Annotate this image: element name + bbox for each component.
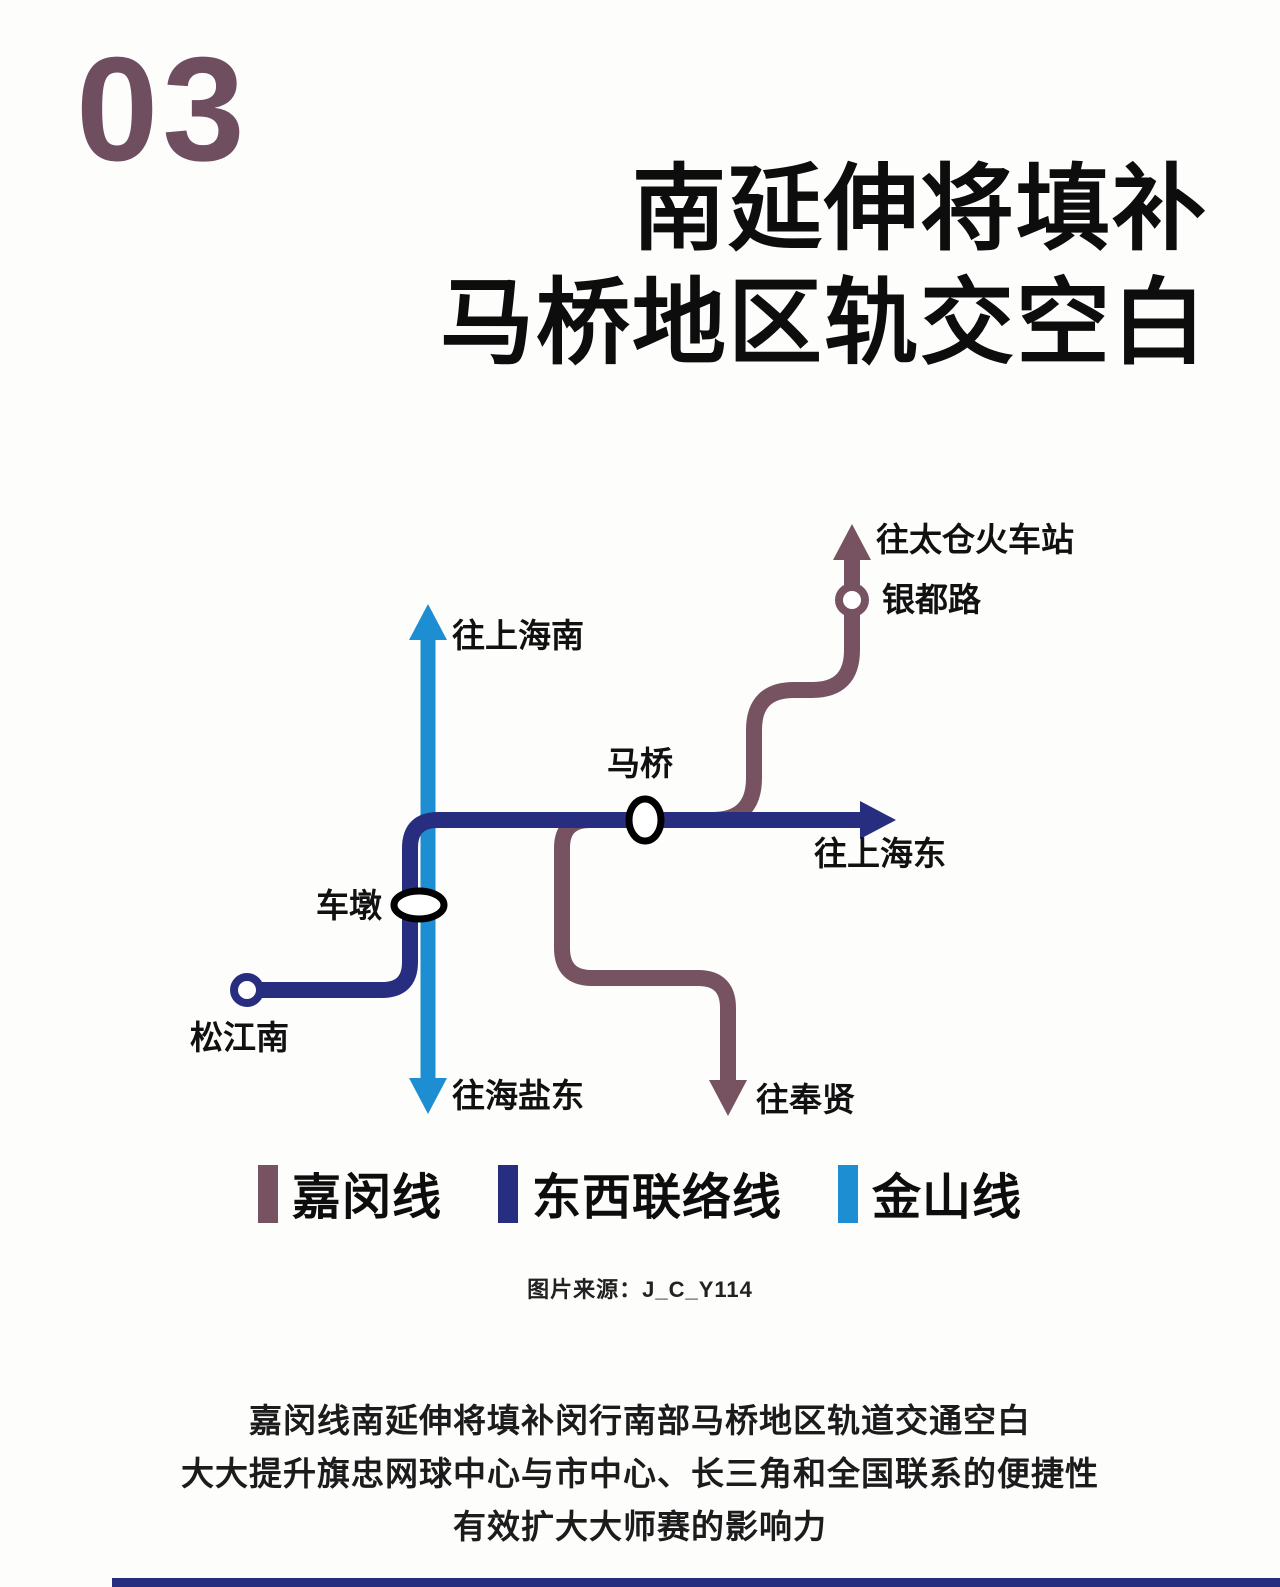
legend-item-eastwest: 东西联络线 bbox=[497, 1158, 782, 1229]
legend-swatch-jiamin bbox=[257, 1164, 278, 1223]
legend-label-jinshan: 金山线 bbox=[872, 1171, 1023, 1225]
direction-label-taicang: 往太仓火车站 bbox=[876, 521, 1074, 558]
arrow-shanghaidong-icon bbox=[860, 801, 896, 839]
page-title-line2: 马桥地区轨交空白 bbox=[439, 270, 1208, 375]
image-source-caption: 图片来源：J_C_Y114 bbox=[527, 1277, 753, 1302]
bottom-accent-bar bbox=[112, 1578, 1280, 1587]
description-paragraph: 嘉闵线南延伸将填补闵行南部马桥地区轨道交通空白 大大提升旗忠网球中心与市中心、长… bbox=[0, 1394, 1280, 1553]
arrow-taicang-icon bbox=[833, 524, 871, 560]
legend-swatch-eastwest bbox=[497, 1164, 518, 1223]
station-label-songjiangnan: 松江南 bbox=[190, 1019, 289, 1056]
arrow-fengxian-icon bbox=[709, 1080, 747, 1116]
page-title: 南延伸将填补 马桥地区轨交空白 bbox=[440, 152, 1208, 380]
transit-map-graphic bbox=[230, 524, 896, 1116]
transit-map: 往太仓火车站 银都路 往上海南 马桥 往上海东 车墩 松江南 往海盐东 往奉贤 bbox=[0, 500, 1280, 1150]
legend-swatch-jinshan bbox=[838, 1164, 858, 1223]
map-legend: 嘉闵线 东西联络线 金山线 bbox=[0, 1158, 1280, 1229]
legend-label-jiamin: 嘉闵线 bbox=[291, 1171, 442, 1225]
station-label-chedun: 车墩 bbox=[316, 887, 382, 924]
arrow-shanghainan-icon bbox=[409, 604, 447, 640]
legend-label-eastwest: 东西联络线 bbox=[531, 1171, 782, 1225]
description-line3: 有效扩大大师赛的影响力 bbox=[453, 1508, 827, 1545]
arrow-haiyandong-icon bbox=[409, 1078, 447, 1114]
station-marker-chedun bbox=[390, 887, 448, 923]
legend-item-jinshan: 金山线 bbox=[838, 1158, 1022, 1229]
legend-item-jiamin: 嘉闵线 bbox=[257, 1158, 442, 1229]
section-number: 03 bbox=[76, 27, 249, 192]
direction-label-shanghainan: 往上海南 bbox=[452, 617, 584, 654]
direction-label-shanghaidong: 往上海东 bbox=[814, 835, 946, 872]
station-marker-songjiangnan bbox=[230, 973, 264, 1007]
station-label-maqiao: 马桥 bbox=[607, 745, 673, 782]
description-line2: 大大提升旗忠网球中心与市中心、长三角和全国联系的便捷性 bbox=[181, 1455, 1099, 1492]
direction-label-fengxian: 往奉贤 bbox=[756, 1081, 855, 1118]
station-marker-yindulu bbox=[835, 583, 869, 617]
page-title-line1: 南延伸将填补 bbox=[631, 156, 1208, 261]
station-marker-maqiao bbox=[625, 795, 665, 845]
station-label-yindulu: 银都路 bbox=[882, 581, 981, 618]
direction-label-haiyandong: 往海盐东 bbox=[452, 1077, 584, 1114]
description-line1: 嘉闵线南延伸将填补闵行南部马桥地区轨道交通空白 bbox=[249, 1402, 1031, 1439]
